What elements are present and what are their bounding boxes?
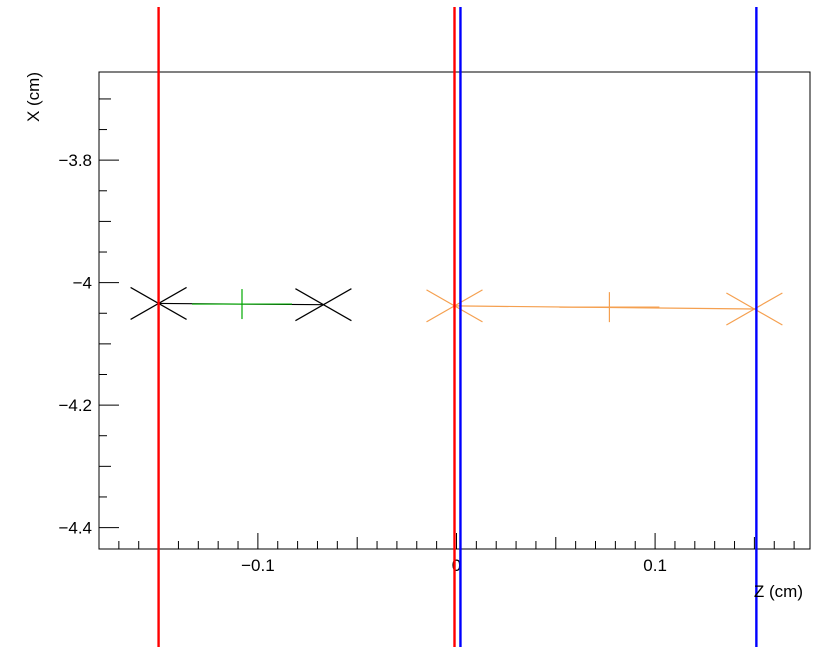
- vertical-lines: [157, 7, 758, 647]
- y-tick-label: −4.4: [58, 519, 92, 538]
- track-endpoint-marker: [295, 288, 352, 322]
- y-axis-label: X (cm): [24, 72, 43, 122]
- x-tick-label: −0.1: [241, 556, 275, 575]
- axis-ticks: −0.1 0 0.1 −3.8 −4 −4.2 −4.4: [58, 98, 795, 575]
- y-tick-label: −4.2: [58, 396, 92, 415]
- y-tick-label: −4: [73, 274, 92, 293]
- y-tick-label: −3.8: [58, 151, 92, 170]
- x-tick-label: 0: [452, 556, 461, 575]
- chart-marks: [130, 286, 783, 326]
- x-tick-label: 0.1: [643, 556, 667, 575]
- track-endpoint-marker: [726, 292, 783, 326]
- x-axis-label: Z (cm): [754, 582, 803, 601]
